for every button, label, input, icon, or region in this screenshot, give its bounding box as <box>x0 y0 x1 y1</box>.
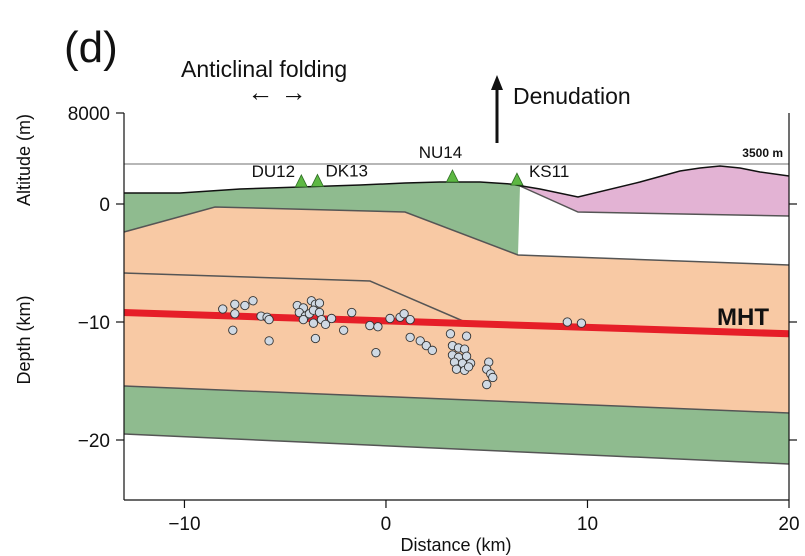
earthquake-event <box>228 325 238 335</box>
x-axis-label: Distance (km) <box>400 535 511 555</box>
panel-label: (d) <box>64 23 118 72</box>
earthquake-event <box>365 320 375 331</box>
station-marker-icon <box>510 172 524 186</box>
earthquake-event <box>576 318 587 328</box>
earthquake-event <box>230 299 240 309</box>
y-axis-ticks: 0 −10 −20 8000 <box>68 104 797 452</box>
seismicity-events <box>218 296 587 390</box>
earthquake-event <box>463 362 474 372</box>
earthquake-event <box>385 313 395 324</box>
topography-line <box>124 165 790 198</box>
mht-label: MHT <box>717 304 769 331</box>
y-tick-label: −10 <box>78 313 110 334</box>
earthquake-event <box>298 314 308 325</box>
denudation-label: Denudation <box>513 83 631 109</box>
layer-boundaries <box>123 165 790 465</box>
lower-green-layer <box>124 386 789 464</box>
earthquake-event <box>488 372 498 383</box>
earthquake-event <box>445 329 456 339</box>
orange-top-boundary <box>123 206 790 266</box>
earthquake-event <box>218 304 228 314</box>
station-label: DK13 <box>325 161 368 180</box>
x-axis-ticks: −10 0 10 20 <box>168 500 800 535</box>
x-tick-label: 10 <box>577 514 598 535</box>
y-tick-label: 0 <box>99 195 110 216</box>
earthquake-event <box>399 309 409 319</box>
x-tick-label: 20 <box>778 514 799 535</box>
lower-green-top-boundary <box>123 385 790 414</box>
geologic-layers <box>124 166 789 464</box>
station-label: DU12 <box>252 162 295 181</box>
station-marker-icon <box>310 173 325 187</box>
earthquake-event <box>461 351 472 361</box>
station-marker-icon <box>294 174 308 188</box>
station-label: NU14 <box>419 143 462 162</box>
earthquake-event <box>326 313 337 324</box>
earthquake-event <box>405 314 415 325</box>
reference-elevation-label: 3500 m <box>742 146 783 160</box>
altitude-tick-label: 8000 <box>68 104 110 125</box>
earthquake-event <box>371 348 381 358</box>
earthquake-event <box>230 309 240 319</box>
earthquake-event <box>320 319 331 330</box>
x-tick-label: −10 <box>168 514 200 535</box>
orange-layer <box>124 207 789 413</box>
internal-ramp-boundary <box>123 272 471 325</box>
earthquake-event <box>415 336 425 346</box>
axes <box>123 113 790 501</box>
earthquake-event <box>347 307 357 318</box>
depth-axis-label: Depth (km) <box>14 295 34 384</box>
earthquake-event <box>451 364 462 374</box>
earthquake-event <box>314 298 325 308</box>
earthquake-event <box>461 331 472 341</box>
altitude-axis-label: Altitude (m) <box>14 114 34 206</box>
x-tick-label: 0 <box>381 514 392 535</box>
y-tick-label: −20 <box>78 431 110 452</box>
earthquake-event <box>339 325 349 335</box>
earthquake-event <box>248 296 258 306</box>
earthquake-event <box>308 318 319 328</box>
earthquake-event <box>427 345 437 355</box>
earthquake-event <box>264 336 274 346</box>
upper-pink-layer <box>520 166 789 216</box>
pink-base-boundary <box>519 185 790 217</box>
station-marker-icon <box>445 169 460 183</box>
earthquake-event <box>310 333 321 344</box>
denudation-arrow-icon <box>491 75 503 143</box>
earthquake-event <box>562 317 572 327</box>
earthquake-event <box>405 332 415 342</box>
folding-arrows: ← → <box>247 77 306 107</box>
earthquake-event <box>240 300 250 311</box>
folding-label: Anticlinal folding <box>181 56 347 82</box>
lower-green-base-boundary <box>123 433 790 465</box>
earthquake-event <box>264 314 274 325</box>
station-label: KS11 <box>529 162 569 181</box>
earthquake-event <box>421 340 431 351</box>
earthquake-event <box>482 379 492 390</box>
earthquake-event <box>373 322 383 332</box>
